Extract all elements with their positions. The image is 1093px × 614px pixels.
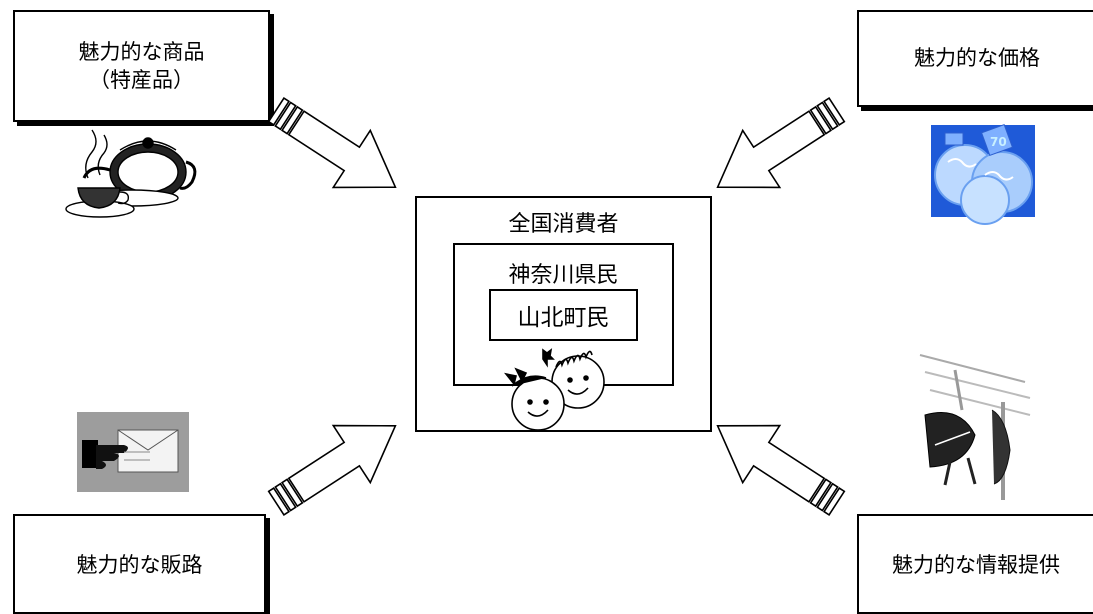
yamakita-residents-box: 山北町民 [489,289,638,341]
smiling-children-icon [504,348,605,431]
national-consumers-label: 全国消費者 [508,212,619,237]
teapot-and-cup-icon [65,129,197,218]
arrow-information-to-consumers [698,396,857,533]
attractive-price-label: 魅力的な価格 [914,46,1040,71]
yamakita-residents-label: 山北町民 [517,305,610,331]
antenna-and-satellite-dish-icon [919,354,1031,500]
arrow-product-to-consumers [256,80,415,217]
specialty-product-label: （特産品） [89,68,194,92]
kanagawa-residents-label: 神奈川県民 [508,263,619,288]
arrow-price-to-consumers [698,80,857,217]
attractive-information-box: 魅力的な情報提供 [857,514,1093,614]
svg-text:70: 70 [990,135,1007,149]
attractive-channel-label: 魅力的な販路 [76,553,203,577]
attractive-product-box: 魅力的な商品 （特産品） [13,10,270,122]
attractive-price-box: 魅力的な価格 [857,10,1093,107]
arrow-channel-to-consumers [256,396,415,533]
attractive-product-label: 魅力的な商品 [78,39,205,64]
attractive-information-label: 魅力的な情報提供 [892,553,1060,577]
price-tagged-crystals-icon: 70 [931,123,1035,225]
attractive-channel-box: 魅力的な販路 [13,514,266,614]
mail-delivery-icon [77,412,189,492]
